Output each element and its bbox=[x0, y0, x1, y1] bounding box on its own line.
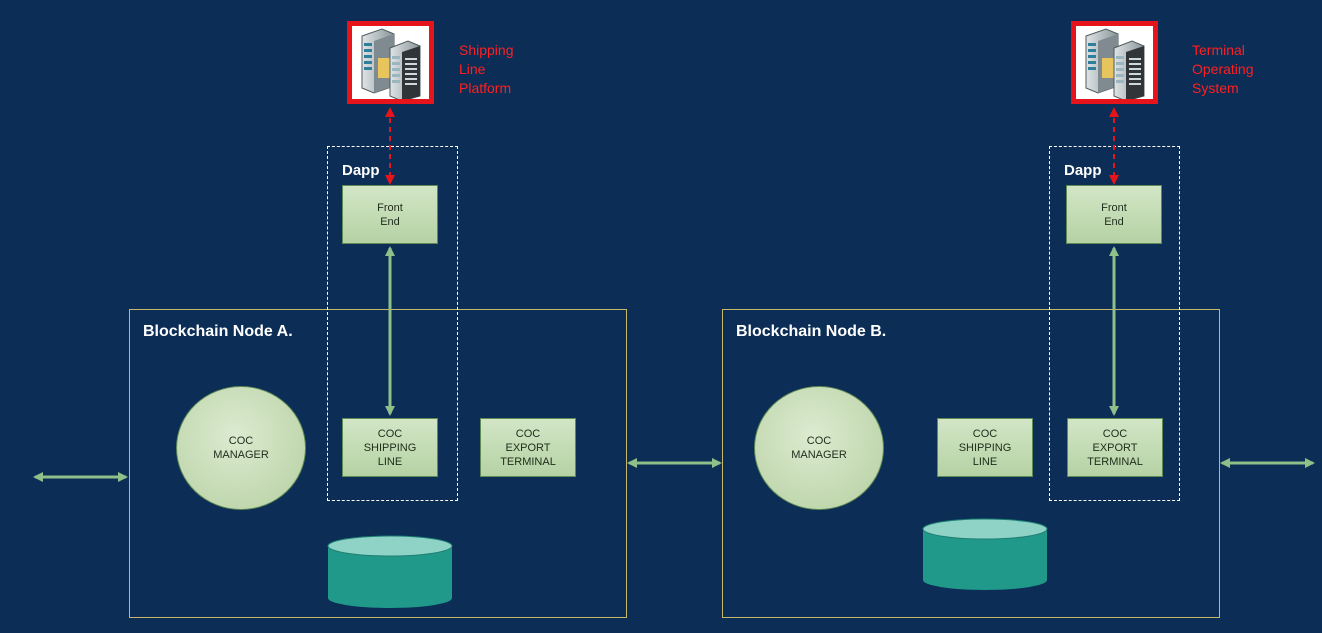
server-rack-icon bbox=[361, 28, 421, 102]
shipping-line-platform-server bbox=[347, 21, 434, 104]
coc-export-terminal-b: COC EXPORT TERMINAL bbox=[1067, 418, 1163, 477]
dapp-b-label: Dapp bbox=[1064, 162, 1102, 179]
front-end-a: Front End bbox=[342, 185, 438, 244]
coc-manager-b: COC MANAGER bbox=[754, 386, 884, 510]
coc-shipping-line-a: COC SHIPPING LINE bbox=[342, 418, 438, 477]
node-a-title: Blockchain Node A. bbox=[143, 323, 293, 340]
node-b-title: Blockchain Node B. bbox=[736, 323, 887, 340]
front-end-b: Front End bbox=[1066, 185, 1162, 244]
blockchain-node-a bbox=[129, 309, 627, 618]
dapp-a-label: Dapp bbox=[342, 162, 380, 179]
blockchain-node-b bbox=[722, 309, 1220, 618]
coc-manager-a: COC MANAGER bbox=[176, 386, 306, 510]
database-a-icon bbox=[327, 535, 453, 608]
shipping-line-platform-label: Shipping Line Platform bbox=[459, 42, 514, 96]
database-b-icon bbox=[922, 518, 1048, 590]
server-rack-icon bbox=[1085, 28, 1145, 102]
coc-shipping-line-b: COC SHIPPING LINE bbox=[937, 418, 1033, 477]
coc-export-terminal-a: COC EXPORT TERMINAL bbox=[480, 418, 576, 477]
terminal-operating-system-label: Terminal Operating System bbox=[1192, 42, 1254, 96]
terminal-operating-system-server bbox=[1071, 21, 1158, 104]
